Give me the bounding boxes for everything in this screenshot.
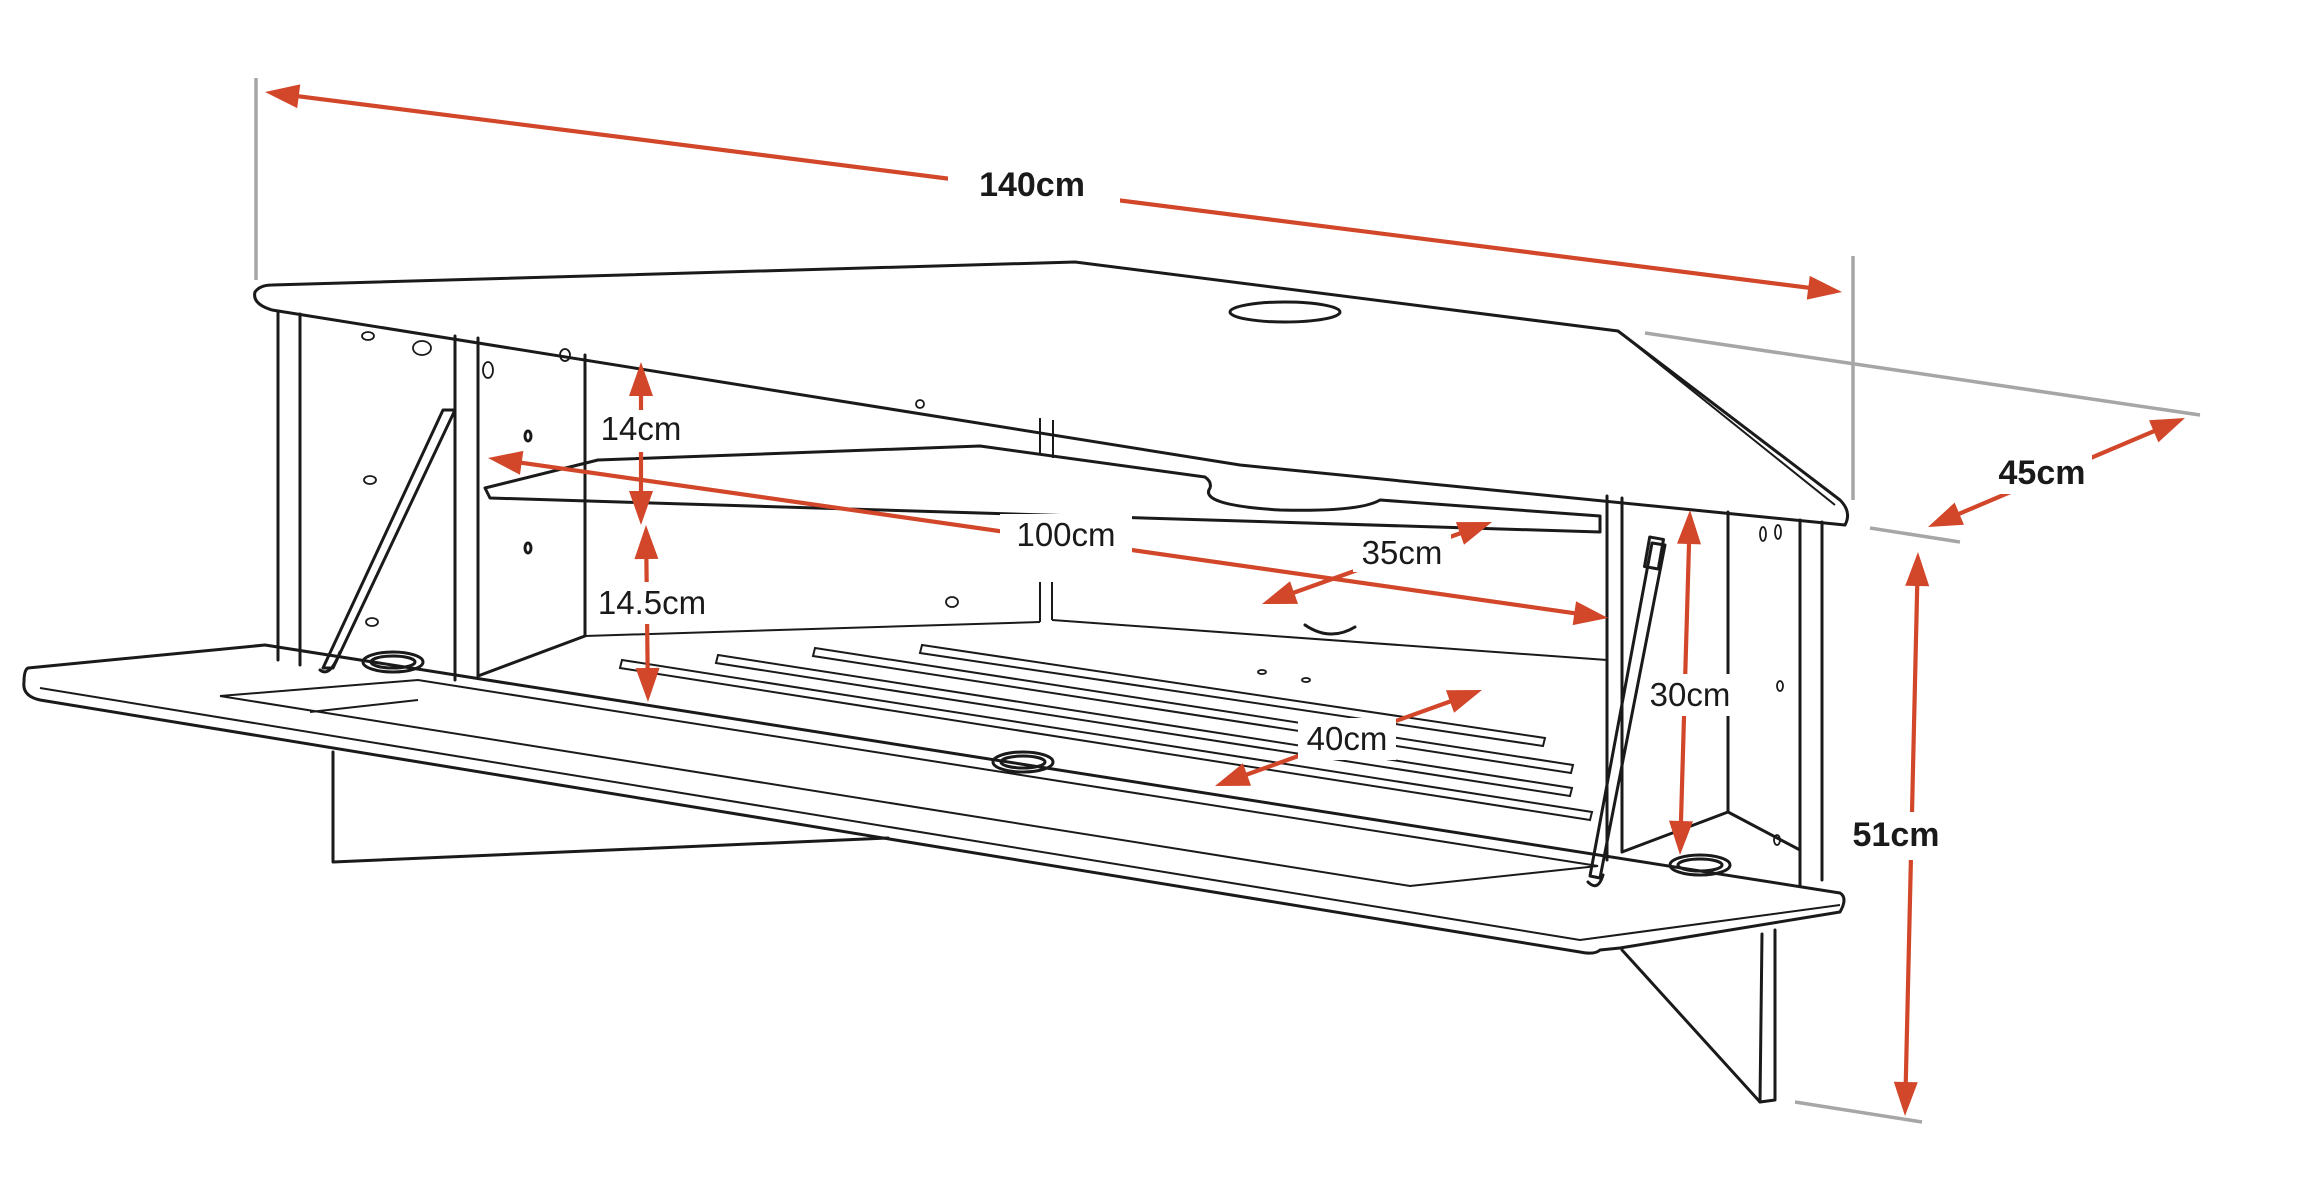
extension-lines [254,78,2201,1124]
dimension-arrows [265,84,2185,1116]
upper-shelf-height-label: 14cm [601,410,682,447]
width-overall-label: 140cm [979,166,1085,204]
base-depth-label: 40cm [1307,720,1388,757]
dimension-labels: 140cm 45cm 51cm 100cm 14cm 14.5cm 35cm 4… [590,158,2092,860]
depth-label: 45cm [1999,454,2086,492]
shelf-depth-label: 35cm [1362,534,1443,571]
inner-height-label: 30cm [1650,676,1731,713]
height-label: 51cm [1853,816,1940,854]
cabinet-drawing [22,260,1850,1104]
inner-width-label: 100cm [1016,516,1115,553]
lower-shelf-height-label: 14.5cm [598,584,706,621]
